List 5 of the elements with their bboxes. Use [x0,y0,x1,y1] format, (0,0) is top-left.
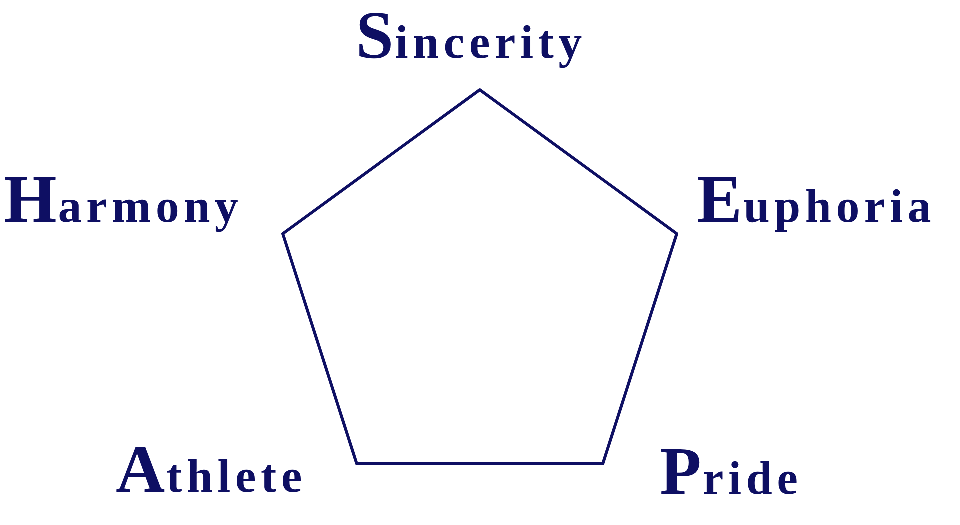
vertex-label: Pride [660,437,803,505]
vertex-label: Athlete [116,435,307,503]
vertex-label: Harmony [4,165,244,233]
vertex-label: Sincerity [356,1,587,69]
vertex-label: Euphoria [697,165,936,233]
